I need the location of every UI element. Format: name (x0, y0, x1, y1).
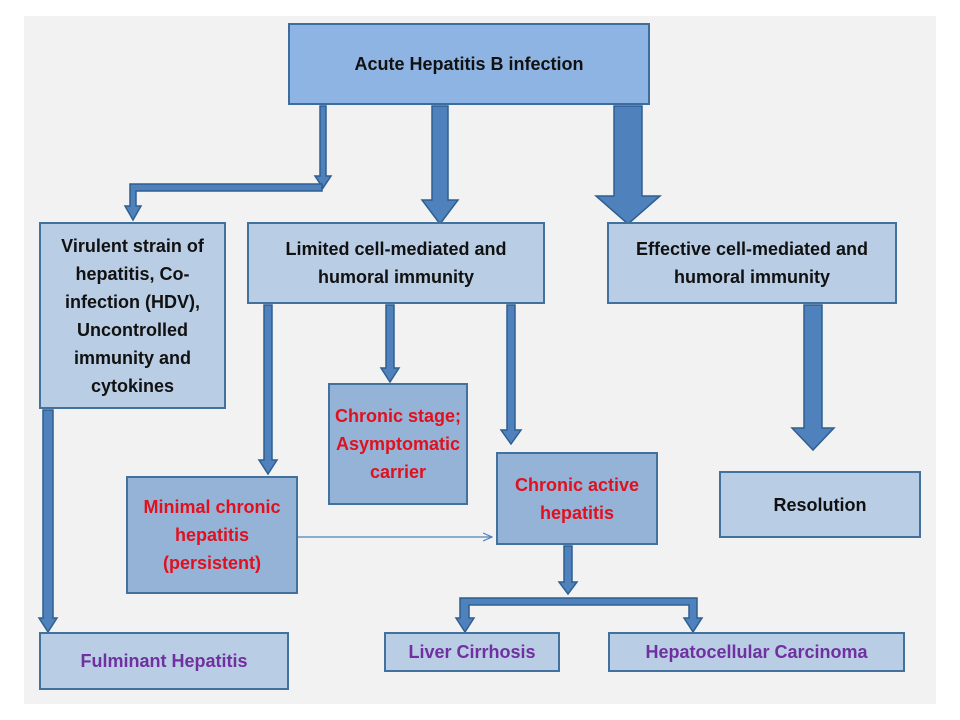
arrow-split-to-cirrhosis-and-hcc (454, 597, 704, 634)
arrow-acute-to-limited (420, 105, 460, 226)
arrow-limited-to-minimal (257, 304, 279, 476)
node-cirrhosis-label: Liver Cirrhosis (408, 642, 536, 662)
node-effective-label: Effective cell-mediated and humoral immu… (635, 239, 869, 287)
node-acute-hepatitis-b: Acute Hepatitis B infection (288, 23, 650, 105)
arrow-acute-to-virulent (313, 105, 333, 190)
node-resolution-label: Resolution (773, 494, 867, 515)
arrow-limited-to-chronic-active (499, 304, 523, 446)
node-chronic-stage: Chronic stage; Asymptomatic carrier (328, 383, 468, 505)
node-fulminant-label: Fulminant Hepatitis (80, 651, 248, 671)
node-fulminant-hepatitis: Fulminant Hepatitis (39, 632, 289, 690)
node-liver-cirrhosis: Liver Cirrhosis (384, 632, 560, 672)
node-resolution: Resolution (719, 471, 921, 538)
arrow-chronic-active-down (557, 545, 579, 596)
node-hcc-label: Hepatocellular Carcinoma (645, 642, 868, 662)
arrow-elbow-to-virulent (123, 183, 323, 222)
node-chronic-active-label: Chronic active hepatitis (514, 474, 640, 523)
node-limited-immunity: Limited cell-mediated and humoral immuni… (247, 222, 545, 304)
node-minimal-chronic-hepatitis: Minimal chronic hepatitis (persistent) (126, 476, 298, 594)
arrow-limited-to-chronic-stage (379, 304, 401, 384)
node-hepatocellular-carcinoma: Hepatocellular Carcinoma (608, 632, 905, 672)
arrow-virulent-to-fulminant (37, 409, 59, 634)
node-virulent-strain: Virulent strain of hepatitis, Co-infecti… (39, 222, 226, 409)
node-minimal-label: Minimal chronic hepatitis (persistent) (143, 497, 281, 573)
node-acute-label: Acute Hepatitis B infection (354, 54, 584, 74)
node-chronic-active-hepatitis: Chronic active hepatitis (496, 452, 658, 545)
arrow-acute-to-effective (594, 105, 662, 225)
node-limited-label: Limited cell-mediated and humoral immuni… (285, 239, 507, 287)
node-effective-immunity: Effective cell-mediated and humoral immu… (607, 222, 897, 304)
arrow-effective-to-resolution (790, 304, 836, 452)
node-chronic-stage-label: Chronic stage; Asymptomatic carrier (334, 406, 462, 482)
node-virulent-label: Virulent strain of hepatitis, Co-infecti… (61, 235, 204, 396)
